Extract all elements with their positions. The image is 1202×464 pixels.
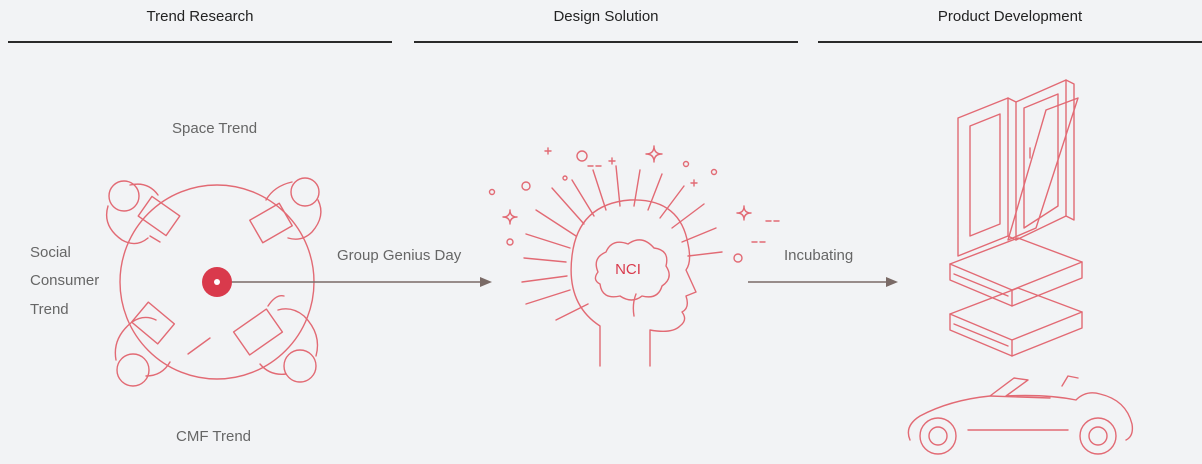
sparkle-icons — [488, 145, 780, 263]
panel-product-icon — [949, 237, 1083, 357]
flow-arrow-2 — [748, 277, 898, 287]
stage-trend-research: Trend Research — [8, 0, 392, 44]
car-product-icon — [907, 375, 1134, 455]
brain-head-icon — [570, 199, 697, 367]
label-nci: NCI — [615, 261, 641, 278]
label-incubating: Incubating — [784, 247, 854, 264]
window-product-icon — [957, 79, 1079, 257]
stage-title: Design Solution — [553, 8, 659, 25]
stage-divider — [818, 41, 1202, 43]
person-icon — [232, 295, 319, 383]
label-trend: Trend — [30, 301, 69, 318]
stage-divider — [8, 41, 392, 43]
person-icon — [114, 301, 211, 387]
center-dot — [202, 267, 232, 297]
label-consumer: Consumer — [30, 272, 100, 289]
stage-title: Trend Research — [146, 8, 254, 25]
label-space-trend: Space Trend — [172, 120, 258, 137]
stage-design-solution: Design Solution — [414, 0, 798, 44]
label-group-genius-day: Group Genius Day — [337, 247, 462, 264]
label-social: Social — [30, 244, 71, 261]
stage-product-development: Product Development — [818, 0, 1202, 44]
stage-title: Product Development — [937, 8, 1083, 25]
idea-rays — [521, 165, 723, 321]
person-icon — [105, 180, 181, 245]
stage-divider — [414, 41, 798, 43]
person-icon — [249, 177, 322, 244]
flow-arrow-1 — [217, 277, 492, 287]
label-cmf-trend: CMF Trend — [176, 428, 252, 445]
